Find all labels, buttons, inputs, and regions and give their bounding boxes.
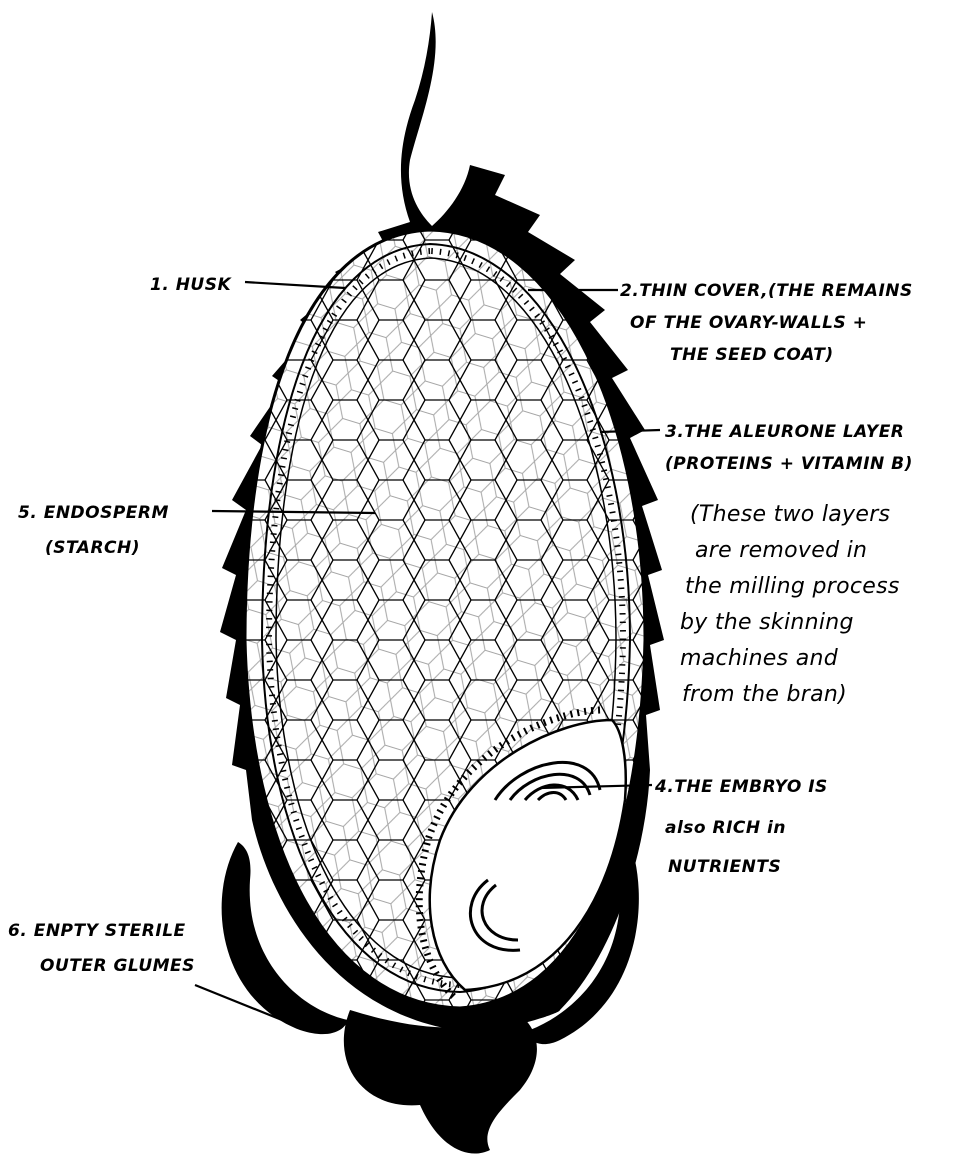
label-note-6: from the bran) [682,682,847,707]
label-embryo-3: NUTRIENTS [668,857,781,877]
label-glumes-1: 6. ENPTY STERILE [8,921,186,941]
label-endosperm-2: (STARCH) [45,538,140,558]
label-note-1: (These two layers [690,502,890,527]
grain-base [344,1010,537,1154]
label-aleurone-1: 3.THE ALEURONE LAYER [665,422,904,442]
label-note-4: by the skinning [680,610,854,635]
label-note-3: the milling process [685,574,900,599]
label-aleurone-2: (PROTEINS + VITAMIN B) [665,454,913,474]
label-embryo-1: 4.THE EMBRYO IS [654,777,828,797]
label-embryo-2: also RICH in [665,818,786,838]
label-husk: 1. HUSK [150,275,232,295]
label-endosperm-1: 5. ENDOSPERM [18,503,169,523]
label-note-5: machines and [680,646,839,671]
label-note-2: are removed in [695,538,867,563]
label-thin-cover-1: 2.THIN COVER,(THE REMAINS [620,281,913,301]
label-thin-cover-2: OF THE OVARY-WALLS + [630,313,867,333]
label-thin-cover-3: THE SEED COAT) [670,345,834,365]
label-glumes-2: OUTER GLUMES [40,956,195,976]
